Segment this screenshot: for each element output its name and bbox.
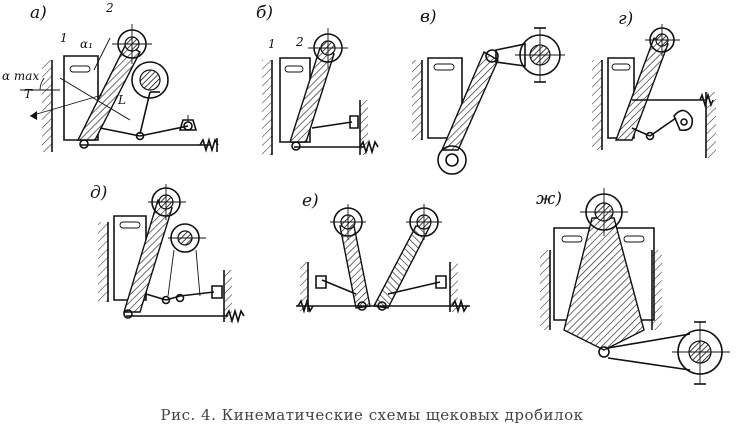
spring (199, 137, 219, 153)
scheme-label-b: б) (256, 3, 273, 23)
swing-jaw (76, 43, 141, 141)
scheme-label-a: а) (30, 3, 47, 23)
swing-jaw (614, 37, 669, 141)
scheme-g: г) (592, 9, 716, 158)
scheme-zh: ж) (536, 188, 730, 385)
swing-jaw (123, 198, 173, 313)
label-T: T (24, 87, 33, 101)
label-2: 2 (105, 1, 114, 15)
scheme-label-g: г) (618, 9, 633, 29)
scheme-label-v: в) (420, 7, 437, 27)
scheme-label-e: е) (302, 191, 319, 211)
label-amax: α max (2, 69, 39, 83)
swing-jaw (289, 47, 335, 143)
scheme-label-d: д) (90, 183, 107, 203)
swing-jaw (440, 51, 499, 151)
right-swing-jaw (372, 225, 432, 309)
left-swing-jaw (339, 225, 371, 309)
fixed-jaw-frame (63, 55, 99, 141)
label-alpha: α₁ (80, 37, 93, 51)
scheme-label-zh: ж) (536, 189, 562, 209)
scheme-d: д) (90, 183, 245, 324)
figure-caption: Рис. 4. Кинематические схемы щековых дро… (160, 406, 584, 424)
scheme-v: в) (412, 7, 565, 175)
label-1: 1 (60, 31, 68, 45)
crank-disk (131, 61, 169, 99)
label-1: 1 (268, 37, 276, 51)
scheme-e: е) (296, 191, 470, 314)
scheme-a: а) (2, 1, 219, 153)
central-jaw (563, 217, 645, 351)
label-2: 2 (295, 35, 304, 49)
wall (42, 60, 52, 152)
pivot (79, 139, 89, 149)
label-L: L (117, 93, 126, 107)
scheme-b: б) 1 2 (256, 3, 379, 155)
